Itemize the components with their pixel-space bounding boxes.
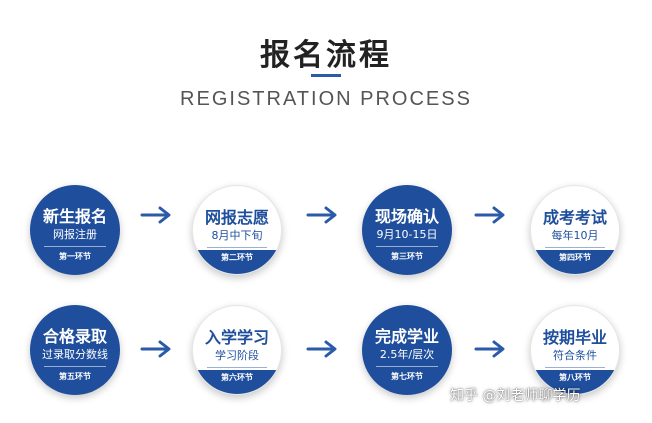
arrow-right-icon	[474, 206, 505, 224]
step-5-detail: 过录取分数线	[42, 348, 108, 361]
step-8-circle: 按期毕业 符合条件 第八环节	[530, 305, 620, 395]
step-7-circle: 完成学业 2.5年/层次 第七环节	[362, 305, 452, 395]
step-8-stage: 第八环节	[531, 370, 619, 394]
step-6-detail: 学习阶段	[215, 349, 259, 362]
step-3-divider	[376, 246, 438, 247]
step-8: 按期毕业 符合条件 第八环节	[530, 305, 620, 395]
step-4-title: 成考考试	[542, 208, 607, 227]
step-1-title: 新生报名	[42, 207, 107, 226]
step-8-divider	[545, 367, 605, 368]
step-2-title: 网报志愿	[204, 208, 269, 227]
page-subtitle: REGISTRATION PROCESS	[180, 88, 472, 110]
step-4: 成考考试 每年10月 第四环节	[530, 185, 620, 275]
step-2-circle: 网报志愿 8月中下旬 第二环节	[192, 185, 282, 275]
arrow-right-icon	[306, 340, 337, 358]
step-4-divider	[545, 247, 605, 248]
step-3-title: 现场确认	[374, 207, 439, 226]
arrow-right-icon	[306, 206, 337, 224]
step-3-circle: 现场确认 9月10-15日 第三环节	[362, 185, 452, 275]
step-2: 网报志愿 8月中下旬 第二环节	[192, 185, 282, 275]
step-6-title: 入学学习	[204, 328, 269, 347]
step-7-divider	[376, 366, 438, 367]
step-8-title: 按期毕业	[542, 328, 607, 347]
step-1-detail: 网报注册	[53, 228, 97, 241]
step-5-stage: 第五环节	[59, 372, 91, 381]
step-7: 完成学业 2.5年/层次 第七环节	[362, 305, 452, 395]
arrow-right-icon	[474, 340, 505, 358]
step-7-title: 完成学业	[374, 327, 439, 346]
arrow-right-icon	[140, 206, 171, 224]
step-2-stage: 第二环节	[193, 250, 281, 274]
step-3-stage: 第三环节	[391, 252, 423, 261]
step-2-detail: 8月中下旬	[211, 229, 263, 242]
step-7-stage: 第七环节	[391, 372, 423, 381]
arrow-right-icon	[140, 340, 171, 358]
step-3: 现场确认 9月10-15日 第三环节	[362, 185, 452, 275]
step-7-detail: 2.5年/层次	[379, 348, 435, 361]
step-1: 新生报名 网报注册 第一环节	[30, 185, 120, 275]
step-5-divider	[44, 366, 106, 367]
step-6-circle: 入学学习 学习阶段 第六环节	[192, 305, 282, 395]
step-6-stage: 第六环节	[193, 370, 281, 394]
step-1-divider	[44, 246, 106, 247]
step-2-divider	[207, 247, 267, 248]
watermark: 知乎 @刘老师聊学历	[450, 388, 581, 404]
page-title: 报名流程	[260, 38, 392, 73]
step-1-circle: 新生报名 网报注册 第一环节	[30, 185, 120, 275]
step-4-detail: 每年10月	[551, 229, 599, 242]
step-4-stage: 第四环节	[531, 250, 619, 274]
step-3-detail: 9月10-15日	[376, 228, 438, 241]
step-4-circle: 成考考试 每年10月 第四环节	[530, 185, 620, 275]
step-6-divider	[207, 367, 267, 368]
title-underline	[311, 74, 341, 77]
step-1-stage: 第一环节	[59, 252, 91, 261]
step-5: 合格录取 过录取分数线 第五环节	[30, 305, 120, 395]
step-8-detail: 符合条件	[553, 349, 597, 362]
step-5-circle: 合格录取 过录取分数线 第五环节	[30, 305, 120, 395]
step-6: 入学学习 学习阶段 第六环节	[192, 305, 282, 395]
step-5-title: 合格录取	[42, 327, 107, 346]
